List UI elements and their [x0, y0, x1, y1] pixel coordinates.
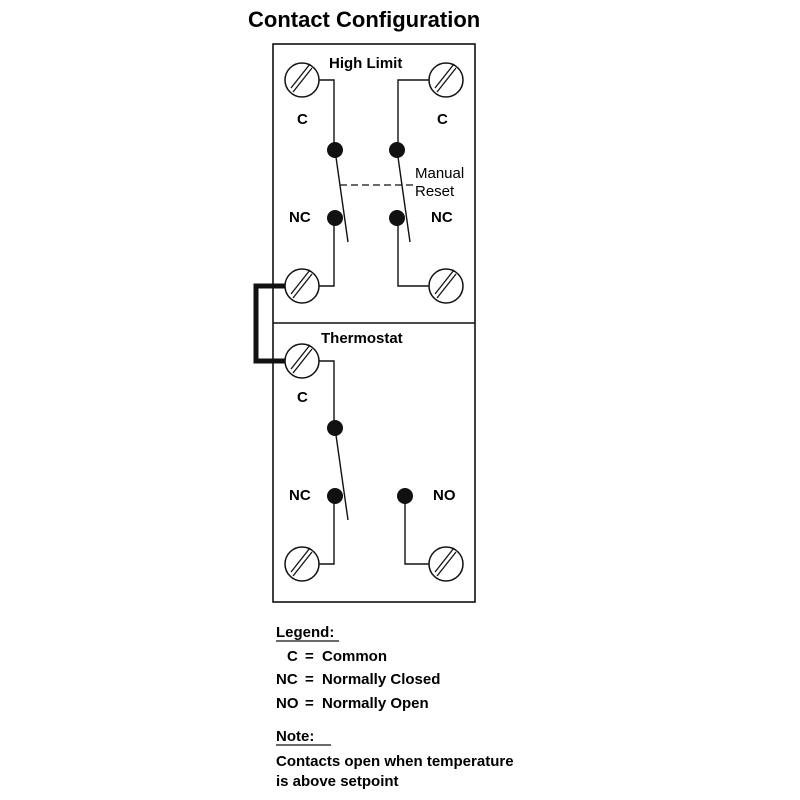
- diagram-title: Contact Configuration: [248, 7, 480, 32]
- hl-left-c-label: C: [297, 111, 308, 128]
- hl-left-top-wire: [319, 79, 335, 149]
- jumper-wire: [253, 283, 288, 364]
- th-no-wire: [404, 496, 429, 565]
- legend-eq: =: [305, 671, 314, 688]
- contact-point-icon: [389, 210, 405, 226]
- hl-right-c-label: C: [437, 111, 448, 128]
- th-nc-wire: [319, 496, 335, 565]
- note-line-1: Contacts open when temperature: [276, 753, 514, 770]
- contact-point-icon: [327, 210, 343, 226]
- legend-meaning: Common: [322, 648, 387, 665]
- th-no-label: NO: [433, 487, 456, 504]
- th-nc-label: NC: [289, 487, 311, 504]
- th-c-label: C: [297, 389, 308, 406]
- screw-terminal-icon: [428, 62, 464, 98]
- legend-abbr: NO: [276, 695, 299, 712]
- screw-terminal-icon: [284, 546, 320, 582]
- legend-eq: =: [305, 648, 314, 665]
- hl-right-nc-label: NC: [431, 209, 453, 226]
- screw-terminal-icon: [284, 268, 320, 304]
- hl-left-bottom-wire: [319, 218, 335, 287]
- thermostat-label: Thermostat: [321, 330, 403, 347]
- screw-terminal-icon: [428, 268, 464, 304]
- screw-terminal-icon: [428, 546, 464, 582]
- hl-left-nc-label: NC: [289, 209, 311, 226]
- legend-meaning: Normally Closed: [322, 671, 440, 688]
- legend-abbr: NC: [276, 671, 298, 688]
- hl-right-bottom-wire: [397, 218, 429, 287]
- screw-terminal-icon: [284, 62, 320, 98]
- th-blade: [334, 427, 349, 521]
- hl-right-blade: [396, 149, 411, 243]
- legend-meaning: Normally Open: [322, 695, 429, 712]
- manual-reset-label-line2: Reset: [415, 183, 455, 200]
- legend-abbr: C: [287, 648, 298, 665]
- hl-right-top-wire: [397, 79, 429, 149]
- legend-eq: =: [305, 695, 314, 712]
- note-line-2: is above setpoint: [276, 773, 399, 790]
- th-common-wire: [319, 360, 335, 428]
- screw-terminal-icon: [284, 343, 320, 379]
- legend-heading: Legend:: [276, 624, 334, 641]
- note-heading: Note:: [276, 728, 314, 745]
- manual-reset-label-line1: Manual: [415, 165, 464, 182]
- hl-left-blade: [334, 149, 349, 243]
- high-limit-label: High Limit: [329, 55, 402, 72]
- contact-point-icon: [327, 488, 343, 504]
